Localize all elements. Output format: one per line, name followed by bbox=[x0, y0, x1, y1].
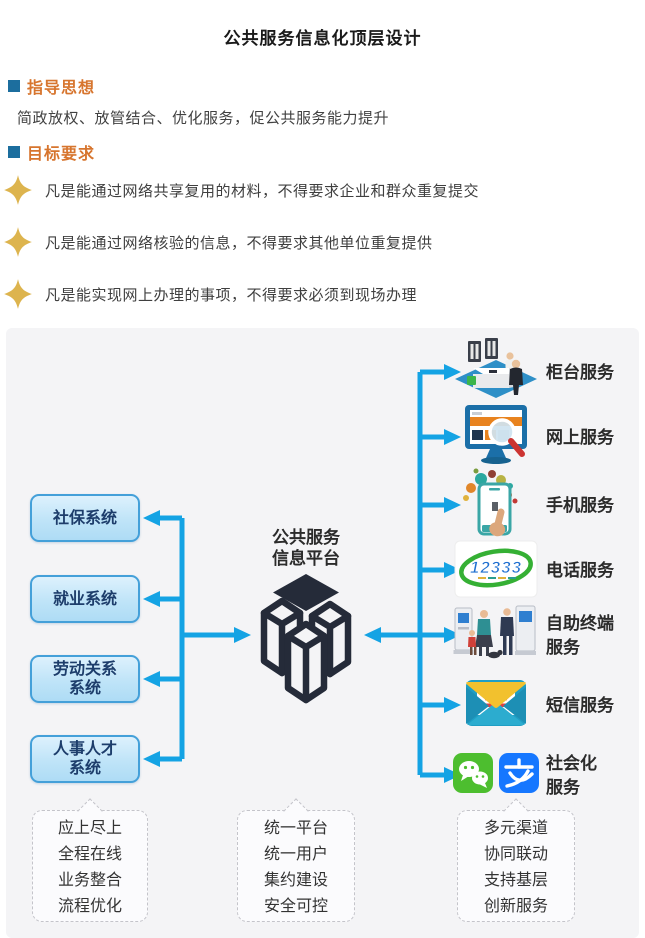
section-guiding-ideology: 指导思想 bbox=[8, 74, 95, 98]
sms-service-icon bbox=[450, 674, 542, 732]
goal-item: 凡是能实现网上办理的事项，不得要求必须到现场办理 bbox=[3, 278, 633, 310]
service-label-hotline: 电话服务 bbox=[546, 561, 614, 580]
self-service-terminal-icon bbox=[450, 600, 542, 664]
goal-item: 凡是能通过网络共享复用的材料，不得要求企业和群众重复提交 bbox=[3, 174, 633, 206]
note-platform: 统一平台 统一用户 集约建设 安全可控 bbox=[237, 810, 355, 922]
logo-subtext-marks bbox=[478, 577, 516, 579]
section-label: 目标要求 bbox=[27, 146, 96, 163]
system-box-social-insurance: 社保系统 bbox=[30, 494, 140, 542]
star-icon bbox=[4, 227, 32, 257]
architecture-diagram-panel: 社保系统 就业系统 劳动关系 系统 人事人才 系统 公共服务 信息平台 bbox=[6, 328, 639, 938]
goal-text: 凡是能通过网络核验的信息，不得要求其他单位重复提供 bbox=[45, 234, 433, 252]
star-icon bbox=[4, 175, 32, 205]
online-service-icon bbox=[450, 402, 542, 466]
service-label-social: 社会化 服务 bbox=[546, 754, 597, 797]
platform-label: 公共服务 信息平台 bbox=[272, 528, 340, 568]
social-service-icons bbox=[450, 747, 542, 801]
system-box-labor-relations: 劳动关系 系统 bbox=[30, 655, 140, 703]
goal-text: 凡是能实现网上办理的事项，不得要求必须到现场办理 bbox=[45, 286, 418, 304]
note-systems: 应上尽上 全程在线 业务整合 流程优化 bbox=[32, 810, 148, 922]
section-label: 指导思想 bbox=[27, 80, 96, 97]
system-box-employment: 就业系统 bbox=[30, 575, 140, 623]
system-box-hr-talent: 人事人才 系统 bbox=[30, 735, 140, 783]
square-bullet-icon bbox=[8, 146, 20, 158]
star-icon bbox=[4, 279, 32, 309]
guiding-ideology-text: 简政放权、放管结合、优化服务，促公共服务能力提升 bbox=[17, 110, 390, 127]
service-label-sms: 短信服务 bbox=[546, 696, 614, 715]
goal-item: 凡是能通过网络核验的信息，不得要求其他单位重复提供 bbox=[3, 226, 633, 258]
connector-arrows bbox=[143, 364, 461, 783]
square-bullet-icon bbox=[8, 80, 20, 92]
section-target-requirements: 目标要求 bbox=[8, 140, 95, 164]
mobile-service-icon bbox=[450, 468, 542, 540]
goal-text: 凡是能通过网络共享复用的材料，不得要求企业和群众重复提交 bbox=[45, 182, 480, 200]
hotline-number: 12333 bbox=[470, 558, 522, 577]
hotline-12333-logo: 12333 bbox=[450, 540, 542, 598]
platform-cube-icon bbox=[260, 574, 352, 704]
service-label-counter: 柜台服务 bbox=[546, 363, 614, 382]
alipay-icon bbox=[499, 753, 539, 793]
note-services: 多元渠道 协同联动 支持基层 创新服务 bbox=[457, 810, 575, 922]
service-label-mobile: 手机服务 bbox=[546, 496, 614, 515]
page-title: 公共服务信息化顶层设计 bbox=[223, 29, 422, 48]
service-label-terminal: 自助终端 服务 bbox=[546, 614, 614, 657]
service-label-online: 网上服务 bbox=[546, 428, 614, 447]
counter-service-icon bbox=[450, 334, 542, 400]
